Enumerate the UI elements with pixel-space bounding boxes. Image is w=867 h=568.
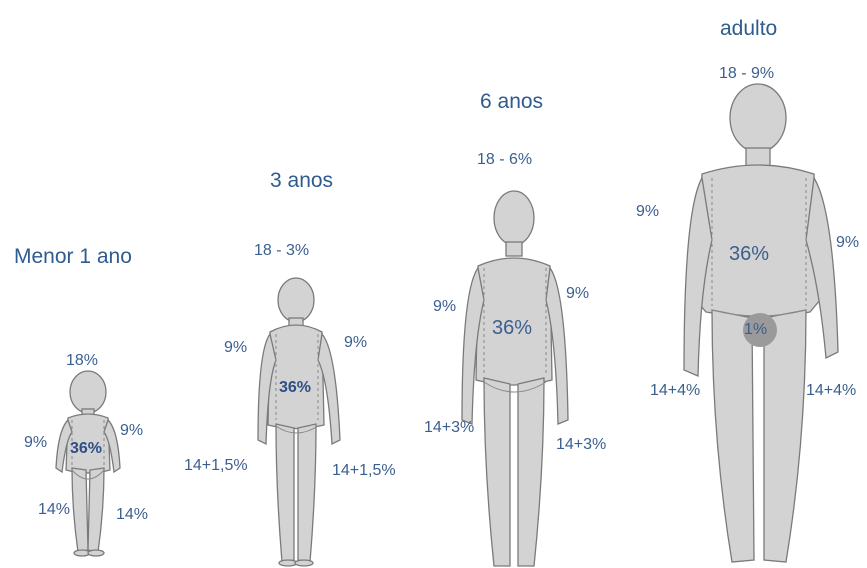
six-year-title: 6 anos (480, 90, 544, 113)
infant-figure (55, 370, 121, 557)
six-year-arm-left-label: 9% (433, 298, 457, 315)
six-year-arm-right-label: 9% (566, 285, 590, 302)
three-year-leg-right-label: 14+1,5% (332, 462, 396, 479)
adult-arm-left-label: 9% (636, 203, 660, 220)
six-year-leg-left-label: 14+3% (424, 419, 475, 436)
genital-area (743, 313, 777, 347)
three-year-head-label: 18 - 3% (254, 242, 310, 259)
adult-arm-right-label: 9% (836, 234, 860, 251)
six-year-leg-right-label: 14+3% (556, 436, 607, 453)
three-year-arm-right-label: 9% (344, 334, 368, 351)
infant-title: Menor 1 ano (14, 245, 132, 268)
three-year-arm-left-label: 9% (224, 339, 248, 356)
adult-figure (683, 83, 839, 563)
infant-head-label: 18% (66, 352, 99, 369)
adult-genital-label: 1% (744, 321, 768, 338)
six-year-figure (461, 190, 569, 567)
adult-head-label: 18 - 9% (719, 65, 775, 82)
six-year-trunk-label: 36% (492, 317, 533, 339)
infant-leg-left-label: 14% (38, 501, 71, 518)
adult-leg-left-label: 14+4% (650, 382, 701, 399)
infant-arm-left-label: 9% (24, 434, 48, 451)
infant-leg-right-label: 14% (116, 506, 149, 523)
adult-leg-right-label: 14+4% (806, 382, 857, 399)
three-year-leg-left-label: 14+1,5% (184, 457, 248, 474)
adult-trunk-label: 36% (729, 243, 770, 265)
three-year-trunk-label: 36% (279, 379, 312, 396)
six-year-head-label: 18 - 6% (477, 151, 533, 168)
infant-arm-right-label: 9% (120, 422, 144, 439)
three-year-figure (257, 277, 341, 567)
three-year-title: 3 anos (270, 169, 334, 192)
adult-title: adulto (720, 17, 778, 40)
infant-trunk-label: 36% (70, 440, 103, 457)
